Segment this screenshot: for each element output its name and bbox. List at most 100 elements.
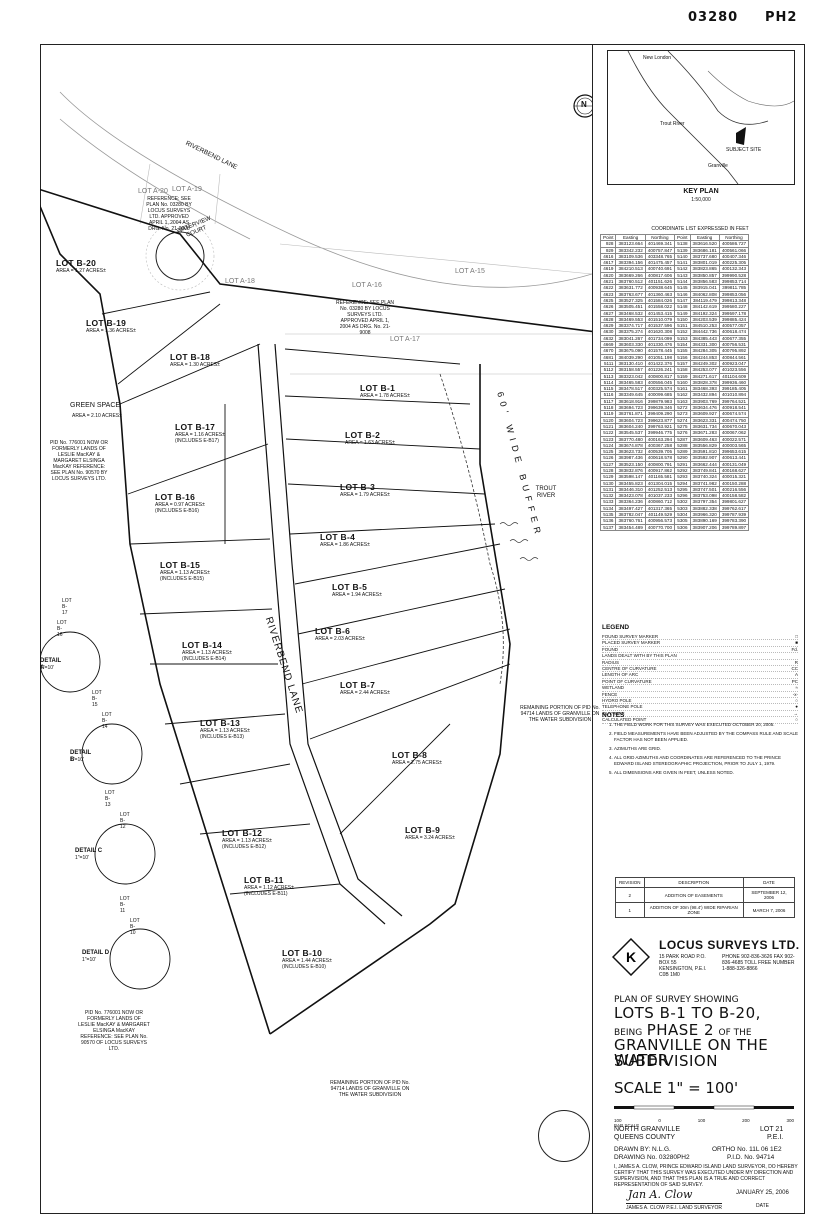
detail-circles xyxy=(40,631,171,990)
coord-cell: 400022.571 xyxy=(718,435,750,443)
surveyor-signature: Jan A. Clow xyxy=(628,1188,693,1201)
coord-cell: 400325.574 xyxy=(644,385,676,393)
coord-cell: 401584.026 xyxy=(644,296,676,305)
coord-cell: 5128 xyxy=(599,466,617,475)
company-phone: PHONE 902-836-3626 FAX 902-836-4685 TOLL… xyxy=(722,954,795,972)
coord-cell: 383662.444 xyxy=(689,460,720,469)
coord-cell: 929 xyxy=(599,246,617,254)
coord-cell: 5120 xyxy=(599,416,617,424)
revision-cell: SEPTEMBER 12, 2006 xyxy=(742,887,796,903)
date-label: DATE xyxy=(756,1203,769,1209)
coord-cell: 384210.513 xyxy=(615,265,646,273)
coord-cell: 384244.853 xyxy=(689,353,720,361)
coord-cell: 400163.294 xyxy=(644,435,676,443)
coord-cell: 5119 xyxy=(599,410,617,418)
coord-cell: 383591.810 xyxy=(689,448,720,456)
legend-title: LEGEND xyxy=(602,624,630,631)
coord-cell: 383631.772 xyxy=(615,284,646,292)
coord-cell: 401734.099 xyxy=(644,334,676,343)
remaining-portion-lower: REMAINING PORTION OF PID No. 94714 LANDS… xyxy=(330,1080,410,1098)
coord-cell: 4632 xyxy=(599,334,617,343)
coord-cell: 383828.378 xyxy=(689,378,720,387)
coord-cell: 383623.331 xyxy=(689,416,720,424)
coord-cell: 383041.267 xyxy=(615,334,646,343)
coord-cell: 5292 xyxy=(674,466,691,475)
coord-cell: 383469.553 xyxy=(615,315,646,324)
detail-c-circle xyxy=(94,823,156,885)
coord-cell: 399789.897 xyxy=(718,523,750,531)
coord-cell: 5306 xyxy=(674,523,691,531)
coord-cell: 383130.410 xyxy=(615,359,646,368)
revision-cell: 2 xyxy=(615,887,645,903)
coord-cell: 5296 xyxy=(674,492,691,500)
lot-a20-label: LOT A-20 xyxy=(138,188,168,195)
coord-cell: 383801.019 xyxy=(689,259,720,267)
coord-cell: 5291 xyxy=(674,460,691,469)
coord-cell: 401037.233 xyxy=(644,492,676,500)
note-item: FIELD MEASUREMENTS HAVE BEEN ADJUSTED BY… xyxy=(614,731,798,743)
coord-cell: 4623 xyxy=(599,290,617,298)
survey-plan xyxy=(40,91,592,1035)
coord-cell: 4630 xyxy=(599,328,617,336)
svg-text:K: K xyxy=(626,949,636,965)
location-county: QUEENS COUNTY xyxy=(614,1134,676,1141)
coord-cell: 400757.847 xyxy=(644,246,676,254)
coord-cell: 5304 xyxy=(674,511,691,519)
coord-cell: 400003.565 xyxy=(718,441,750,450)
coord-cell: 383753.098 xyxy=(689,492,720,500)
coord-cell: 399811.785 xyxy=(718,284,750,292)
coord-cell: 5116 xyxy=(599,391,617,399)
key-plan-map: New London Granville Trout River SUBJECT… xyxy=(607,50,795,185)
coord-cell: 5155 xyxy=(674,347,691,355)
north-boundary xyxy=(40,188,592,333)
coord-cell: 384142.619 xyxy=(689,303,720,311)
coord-cell: 5147 xyxy=(674,296,691,305)
coord-cell: 401422.376 xyxy=(644,359,676,368)
coord-cell: 400367.258 xyxy=(644,441,676,450)
coord-cell: 399787.939 xyxy=(718,511,750,519)
coord-cell: 5129 xyxy=(599,473,617,481)
coord-cell: 383527.325 xyxy=(615,296,646,305)
detail-b-circle xyxy=(81,723,143,785)
coord-cell: 5273 xyxy=(674,410,691,418)
coord-cell: 5111 xyxy=(599,359,617,368)
revision-cell: ADDITION OF 30m (98.4') WIDE RIPARIAN ZO… xyxy=(643,902,744,918)
coord-cell: 400216.556 xyxy=(718,485,750,494)
coord-cell: 399623.877 xyxy=(644,416,676,424)
coord-cell: 5157 xyxy=(674,359,691,368)
coord-cell: 399185.405 xyxy=(718,385,750,393)
detail-d-circle xyxy=(109,928,171,990)
green-space-area: AREA = 2.10 ACRES± xyxy=(72,413,122,419)
coord-cell: 5161 xyxy=(674,385,691,393)
coord-cell: 400956.573 xyxy=(644,517,676,525)
coord-cell: 383823.865 xyxy=(689,265,720,273)
coord-cell: 383675.090 xyxy=(615,347,646,355)
coord-cell: 383966.320 xyxy=(689,511,720,519)
coord-cell: 4625 xyxy=(599,296,617,305)
company-address: 15 PARK ROAD P.O. BOX 55 KENSINGTON, P.E… xyxy=(659,954,707,978)
coord-cell: 383749.841 xyxy=(689,466,720,475)
coord-cell: 400067.062 xyxy=(718,429,750,437)
coord-cell: 383669.266 xyxy=(615,271,646,280)
coord-cell: 5287 xyxy=(674,435,691,443)
coord-cell: 399653.615 xyxy=(718,448,750,456)
